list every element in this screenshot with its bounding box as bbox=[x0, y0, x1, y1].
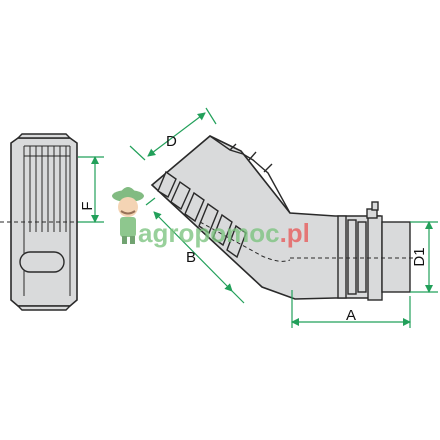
dimension-d1: D1 bbox=[410, 221, 438, 293]
dimension-label-d1: D1 bbox=[411, 247, 428, 266]
dimension-label-f: F bbox=[79, 201, 96, 210]
dimension-f: F bbox=[78, 156, 104, 223]
dimension-a: A bbox=[291, 290, 411, 328]
dimension-label-b: B bbox=[186, 249, 196, 266]
dimension-b: B bbox=[145, 197, 245, 304]
watermark-text-suffix: .pl bbox=[280, 218, 310, 248]
dimension-d: D bbox=[129, 107, 217, 161]
dimension-label-a: A bbox=[346, 307, 356, 324]
nut-thread bbox=[23, 145, 71, 296]
farmer-mascot-icon bbox=[112, 187, 144, 244]
watermark-text-main: agropomoc bbox=[138, 218, 280, 248]
dimension-label-d: D bbox=[166, 133, 177, 150]
nut-grip-slot bbox=[19, 251, 65, 273]
watermark-logo: agropomoc.pl bbox=[112, 187, 310, 248]
union-nut-side-view bbox=[0, 133, 100, 311]
angled-hose-connector bbox=[150, 135, 414, 301]
svg-text:agropomoc.pl: agropomoc.pl bbox=[138, 218, 310, 248]
